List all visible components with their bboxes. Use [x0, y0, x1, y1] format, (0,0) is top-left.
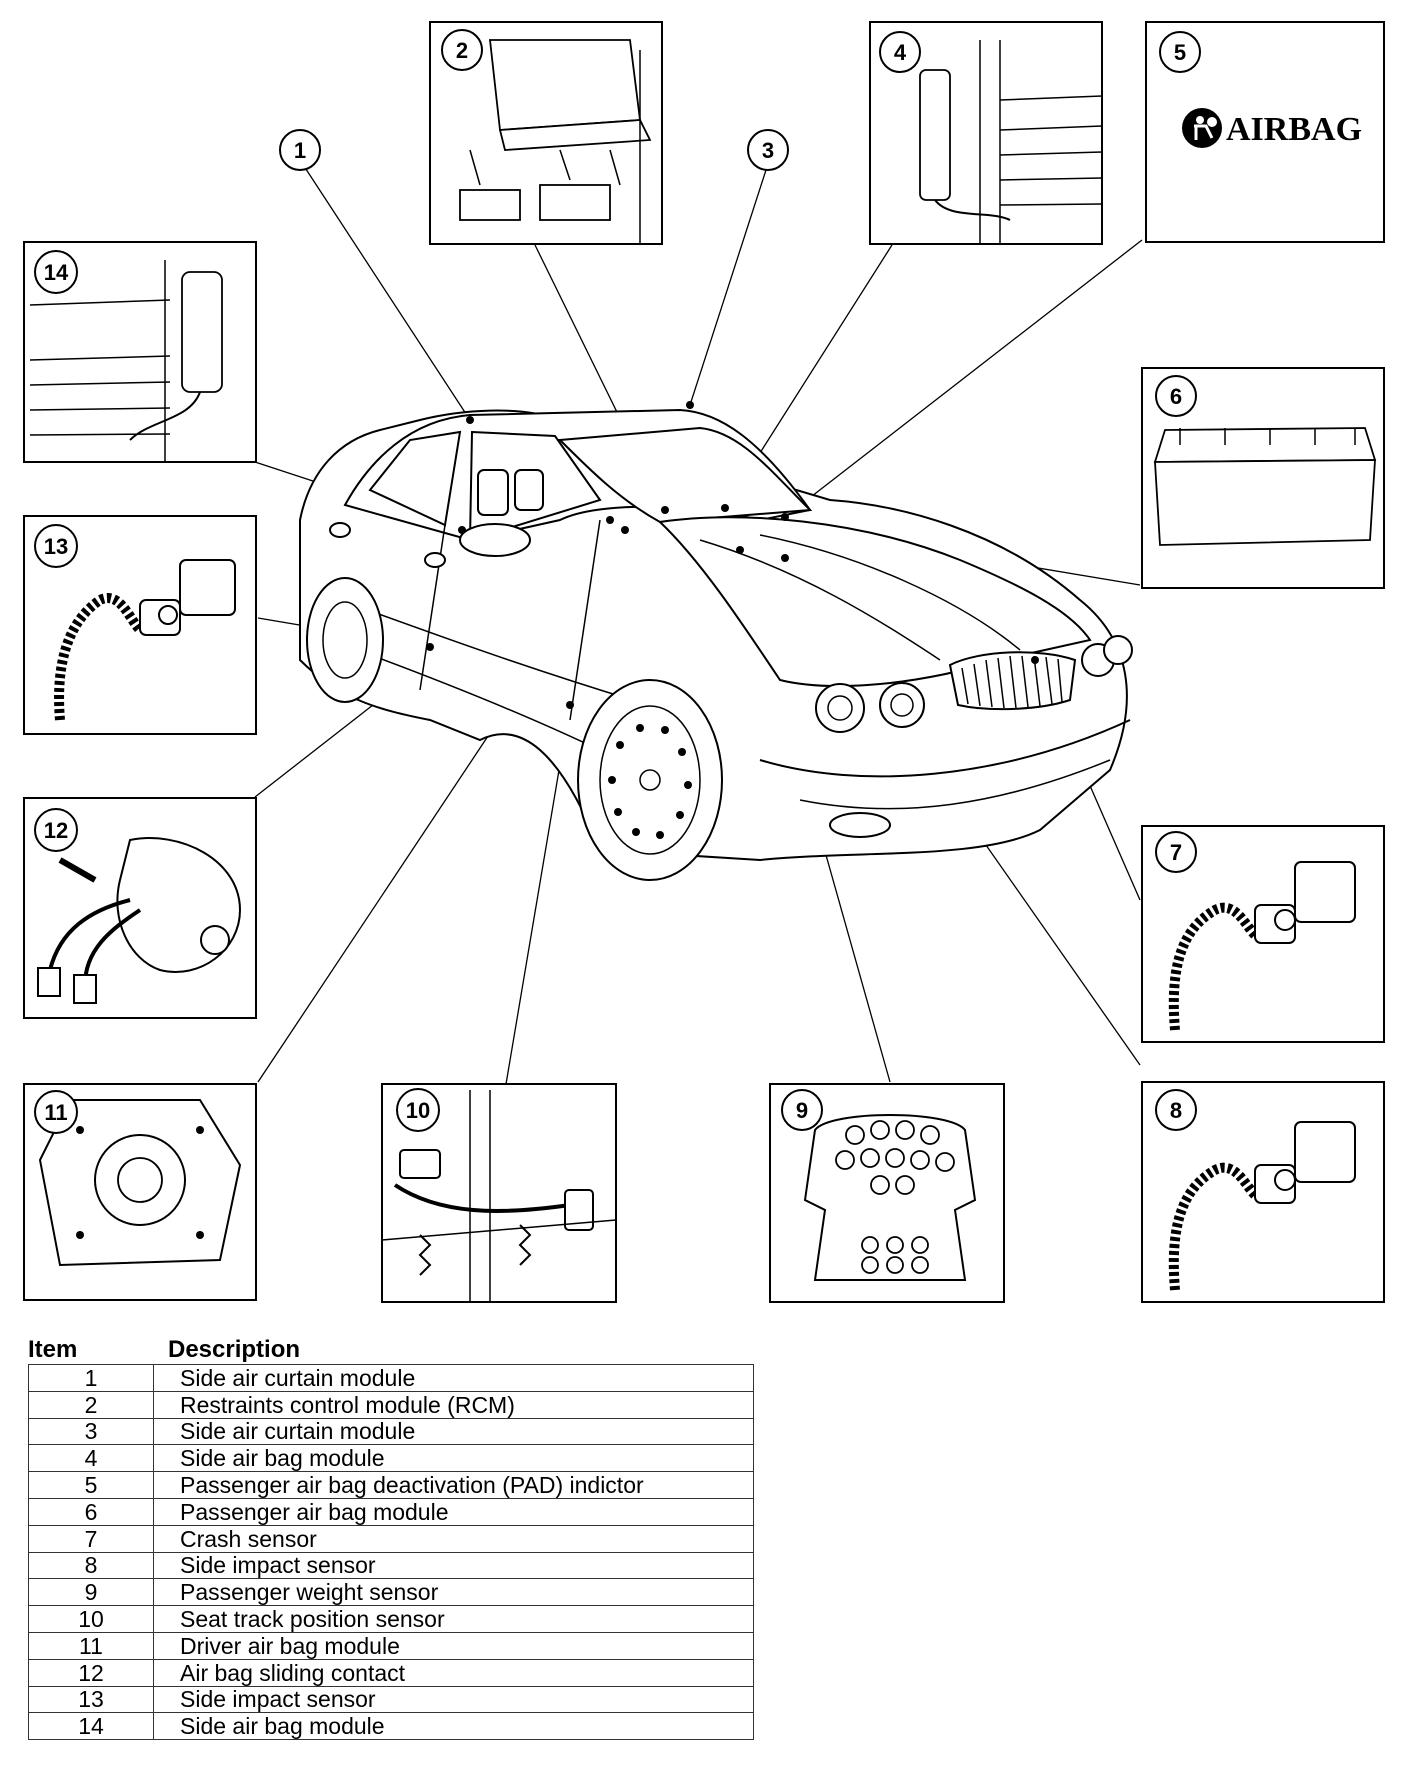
panel-12-sliding-contact — [23, 797, 257, 1019]
callouts: 1 2 3 4 5 6 7 8 9 10 11 12 13 14 — [34, 29, 1201, 1134]
item-description: Air bag sliding contact — [153, 1658, 754, 1687]
item-number: 9 — [28, 1578, 154, 1607]
callout-13: 13 — [34, 524, 78, 568]
svg-text:2: 2 — [456, 38, 468, 63]
item-number: 14 — [28, 1712, 154, 1741]
airbag-indicator-text: AIRBAG — [1226, 111, 1362, 148]
callout-10: 10 — [396, 1088, 440, 1132]
panel-9-weight-sensor — [769, 1083, 1005, 1303]
car-illustration — [299, 401, 1133, 881]
callout-7: 7 — [1155, 831, 1197, 873]
svg-text:8: 8 — [1170, 1098, 1182, 1123]
legend-header-item: Item — [28, 1336, 78, 1363]
item-number: 8 — [28, 1551, 154, 1580]
item-description: Side air bag module — [153, 1444, 754, 1473]
item-number: 1 — [28, 1364, 154, 1392]
item-description: Passenger air bag module — [153, 1497, 754, 1526]
callout-12: 12 — [34, 808, 78, 852]
panel-11-driver-module — [23, 1083, 257, 1301]
item-number: 13 — [28, 1685, 154, 1714]
item-number: 5 — [28, 1471, 154, 1499]
callout-1: 1 — [279, 129, 321, 171]
item-description: Passenger weight sensor — [153, 1578, 754, 1607]
item-description: Passenger air bag deactivation (PAD) ind… — [153, 1471, 754, 1499]
svg-text:7: 7 — [1170, 840, 1182, 865]
svg-text:14: 14 — [44, 260, 69, 285]
item-description: Side air curtain module — [153, 1364, 754, 1392]
callout-11: 11 — [34, 1090, 78, 1134]
item-description: Side air curtain module — [153, 1417, 754, 1446]
item-number: 12 — [28, 1658, 154, 1687]
svg-text:9: 9 — [796, 1098, 808, 1123]
callout-14: 14 — [34, 250, 78, 294]
svg-text:4: 4 — [894, 40, 907, 65]
item-description: Side impact sensor — [153, 1685, 754, 1714]
item-description: Restraints control module (RCM) — [153, 1390, 754, 1419]
item-number: 11 — [28, 1631, 154, 1660]
legend-header-description: Description — [168, 1336, 301, 1363]
item-description: Crash sensor — [153, 1524, 754, 1553]
item-number: 3 — [28, 1417, 154, 1446]
callout-4: 4 — [879, 31, 921, 73]
svg-text:1: 1 — [294, 138, 306, 163]
airbag-seat-icon — [1182, 108, 1222, 148]
svg-text:11: 11 — [44, 1100, 67, 1125]
item-description: Side air bag module — [153, 1712, 754, 1741]
svg-text:5: 5 — [1174, 40, 1186, 65]
item-description: Side impact sensor — [153, 1551, 754, 1580]
item-description: Seat track position sensor — [153, 1605, 754, 1633]
callout-8: 8 — [1155, 1089, 1197, 1131]
callout-6: 6 — [1155, 375, 1197, 417]
svg-text:3: 3 — [762, 138, 774, 163]
item-number: 4 — [28, 1444, 154, 1473]
item-number: 10 — [28, 1605, 154, 1633]
item-number: 2 — [28, 1390, 154, 1419]
item-number: 7 — [28, 1524, 154, 1553]
callout-5: 5 — [1159, 31, 1201, 73]
airbag-system-diagram: 1 2 3 4 5 6 7 8 9 10 11 12 13 14 AIRBAG — [23, 21, 1385, 1303]
svg-text:6: 6 — [1170, 384, 1182, 409]
callout-3: 3 — [747, 129, 789, 171]
callout-9: 9 — [781, 1089, 823, 1131]
svg-text:10: 10 — [406, 1098, 430, 1123]
legend-header: Item Description — [28, 1336, 758, 1364]
svg-text:13: 13 — [44, 534, 68, 559]
item-number: 6 — [28, 1497, 154, 1526]
callout-2: 2 — [441, 29, 483, 71]
item-description: Driver air bag module — [153, 1631, 754, 1660]
svg-text:12: 12 — [44, 818, 68, 843]
